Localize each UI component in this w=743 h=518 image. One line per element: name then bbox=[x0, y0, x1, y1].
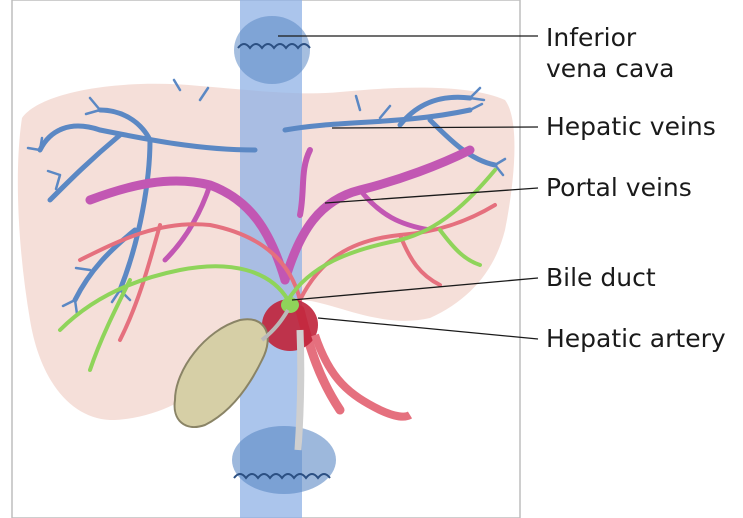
label-inferior-vena-cava-line2: vena cava bbox=[546, 53, 674, 84]
label-portal-veins: Portal veins bbox=[546, 172, 692, 203]
label-inferior-vena-cava-line1: Inferior bbox=[546, 22, 674, 53]
label-hepatic-artery: Hepatic artery bbox=[546, 323, 726, 354]
vena-cava-cut-bottom bbox=[232, 426, 336, 494]
common-bile-duct bbox=[298, 330, 301, 450]
vena-cava-cut-top bbox=[234, 16, 310, 84]
label-hepatic-veins: Hepatic veins bbox=[546, 111, 716, 142]
label-bile-duct: Bile duct bbox=[546, 262, 656, 293]
label-inferior-vena-cava: Inferior vena cava bbox=[546, 22, 674, 84]
